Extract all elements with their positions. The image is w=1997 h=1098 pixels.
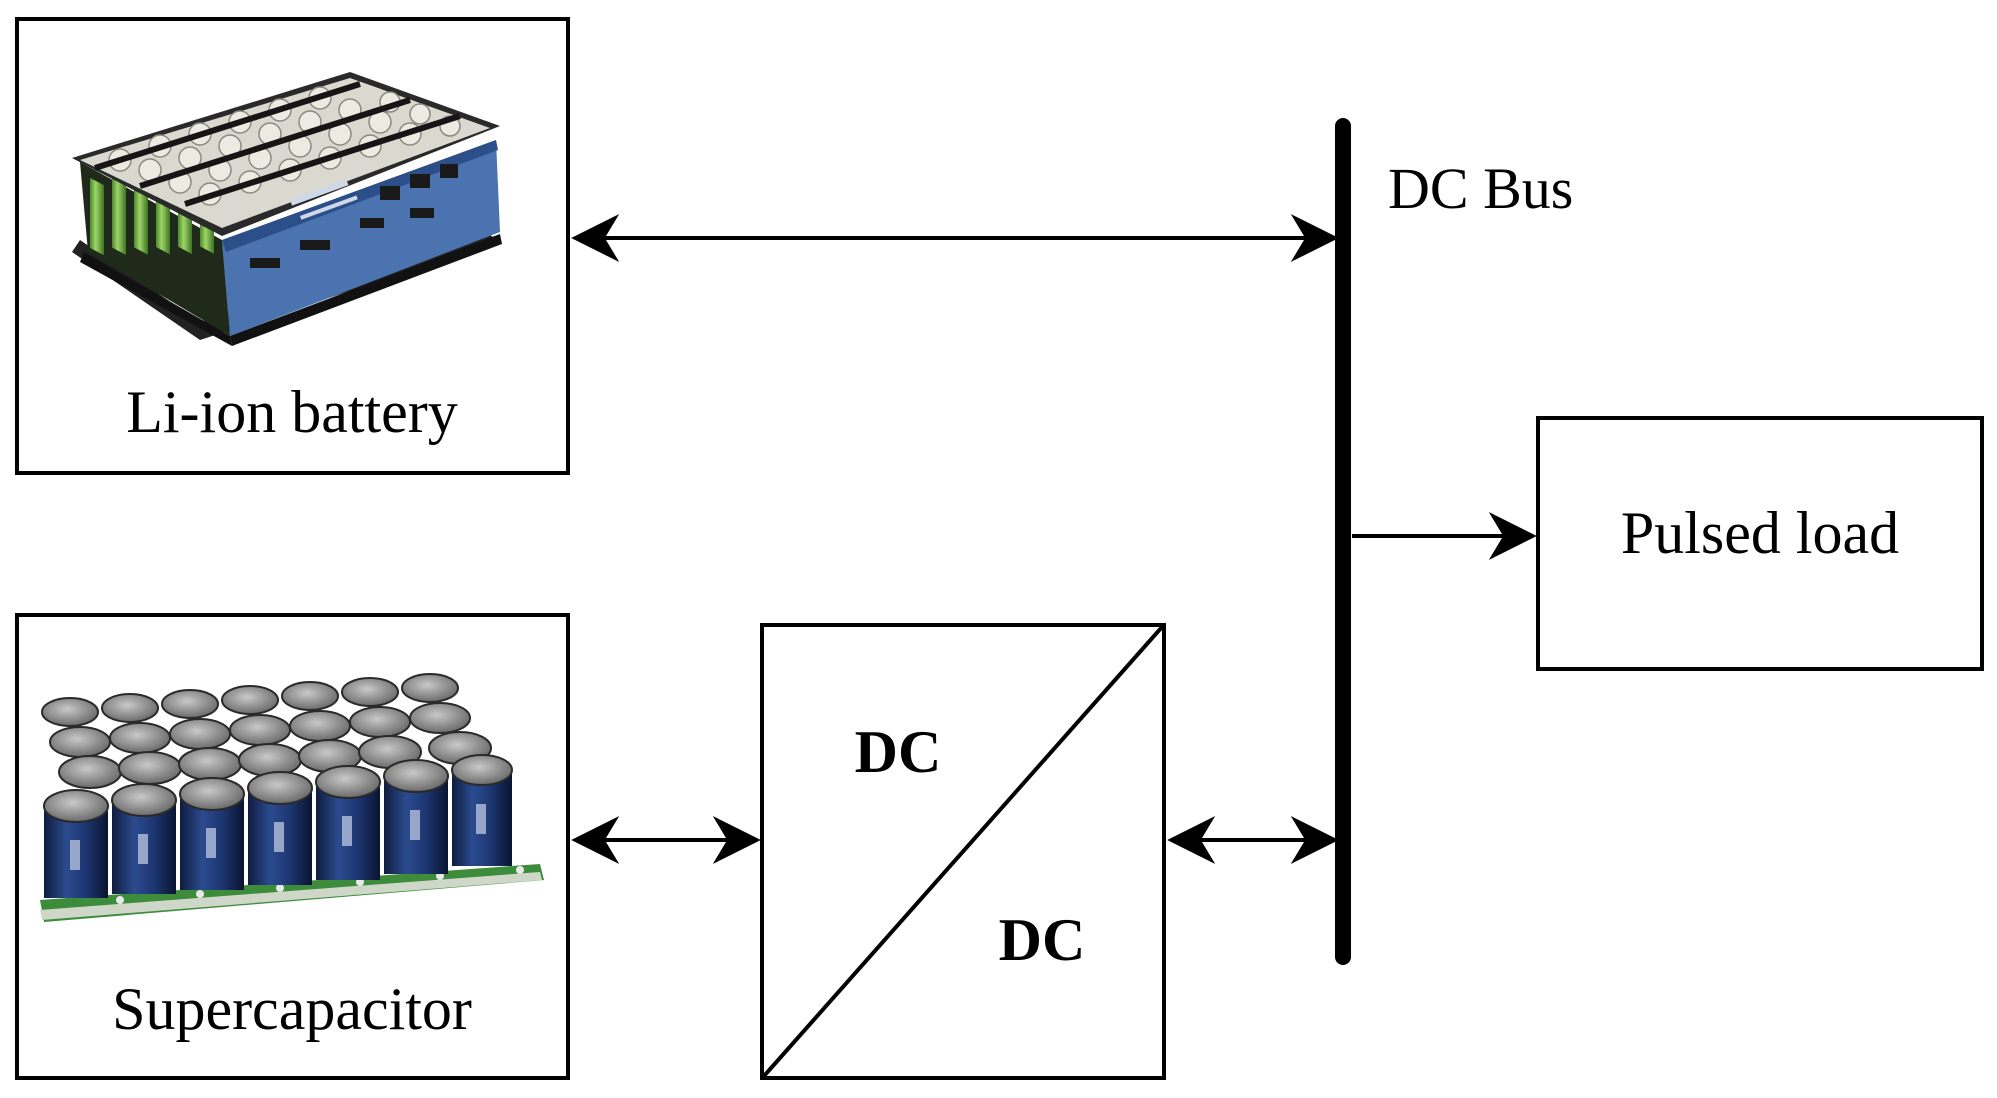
converter-top-label: DC bbox=[855, 719, 942, 785]
pulsed-load-node: Pulsed load bbox=[1536, 416, 1984, 671]
battery-label: Li-ion battery bbox=[126, 379, 458, 445]
supercapacitor-node: Supercapacitor bbox=[15, 613, 570, 1080]
converter-bottom-label: DC bbox=[999, 907, 1086, 973]
battery-node: Li-ion battery bbox=[15, 17, 570, 475]
connections bbox=[571, 214, 1537, 864]
supercapacitor-photo bbox=[40, 673, 544, 922]
dc-dc-converter: DC DC bbox=[760, 623, 1166, 1080]
converter-diagonal bbox=[762, 625, 1164, 1078]
pulsed-load-label: Pulsed load bbox=[1621, 500, 1899, 566]
dc-bus: DC Bus bbox=[1335, 118, 1573, 965]
dc-bus-label: DC Bus bbox=[1388, 156, 1573, 221]
supercapacitor-label: Supercapacitor bbox=[112, 976, 472, 1042]
battery-photo bbox=[72, 72, 502, 346]
